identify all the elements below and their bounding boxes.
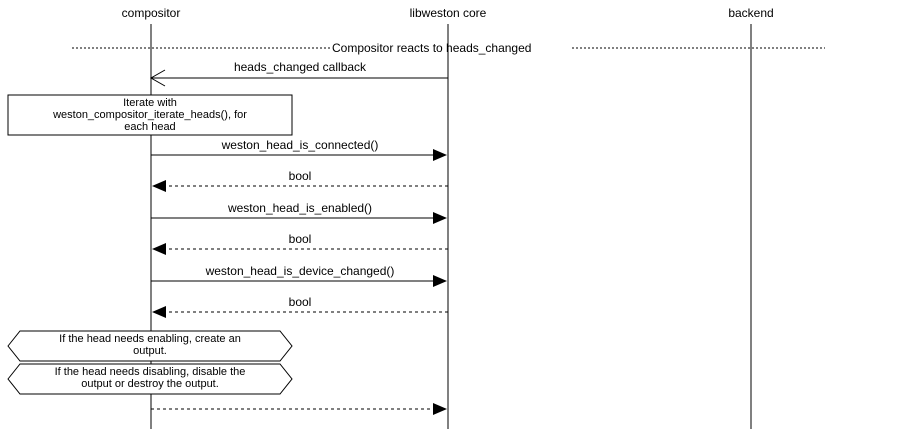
divider-label: Compositor reacts to heads_changed [332, 41, 531, 55]
message-bool-return-3[interactable]: bool [152, 295, 448, 318]
message-weston-head-is-enabled[interactable]: weston_head_is_enabled() [151, 201, 447, 224]
arrowhead-filled-right-connected [433, 149, 447, 161]
message-label-weston-head-is-device-changed: weston_head_is_device_changed() [205, 264, 395, 278]
note-disable-head-condition[interactable]: If the head needs disabling, disable the… [7, 363, 293, 395]
note-enable-head-condition-line-1: If the head needs enabling, create an [59, 333, 241, 345]
lifeline-libweston-core[interactable]: libweston core [410, 6, 487, 429]
lifeline-label-compositor: compositor [122, 6, 181, 20]
message-final-return[interactable] [151, 403, 447, 415]
message-weston-head-is-device-changed[interactable]: weston_head_is_device_changed() [151, 264, 447, 287]
message-label-bool-return-3: bool [289, 295, 312, 309]
lifelines-group: compositor libweston core backend [122, 6, 774, 429]
message-label-weston-head-is-connected: weston_head_is_connected() [221, 138, 379, 152]
divider-compositor-reacts: Compositor reacts to heads_changed [72, 41, 825, 55]
note-enable-head-condition-line-2: output. [133, 345, 167, 357]
note-disable-head-condition-shape [7, 363, 293, 395]
note-iterate-heads[interactable]: Iterate with weston_compositor_iterate_h… [7, 94, 293, 136]
arrowhead-filled-left-bool-1 [152, 180, 166, 192]
arrowhead-filled-left-bool-2 [152, 243, 166, 255]
message-label-heads-changed-callback: heads_changed callback [234, 60, 367, 74]
note-disable-head-condition-line-2: output or destroy the output. [81, 378, 219, 390]
note-disable-head-condition-line-1: If the head needs disabling, disable the [55, 366, 246, 378]
message-weston-head-is-connected[interactable]: weston_head_is_connected() [151, 138, 447, 161]
message-heads-changed-callback[interactable]: heads_changed callback [149, 60, 448, 87]
arrowhead-open-left-heads-changed [149, 69, 166, 87]
note-iterate-heads-line-1: Iterate with [123, 97, 177, 109]
lifeline-label-libweston-core: libweston core [410, 6, 487, 20]
message-bool-return-2[interactable]: bool [152, 232, 448, 255]
arrowhead-filled-left-bool-3 [152, 306, 166, 318]
message-label-weston-head-is-enabled: weston_head_is_enabled() [227, 201, 372, 215]
note-enable-head-condition-shape [7, 330, 293, 362]
message-label-bool-return-1: bool [289, 169, 312, 183]
arrowhead-filled-right-final [433, 403, 447, 415]
note-iterate-heads-line-3: each head [124, 121, 175, 133]
message-bool-return-1[interactable]: bool [152, 169, 448, 192]
arrowhead-filled-right-device-changed [433, 275, 447, 287]
lifeline-label-backend: backend [728, 6, 773, 20]
lifeline-backend[interactable]: backend [728, 6, 774, 429]
note-enable-head-condition[interactable]: If the head needs enabling, create an ou… [7, 330, 293, 362]
arrowhead-filled-right-enabled [433, 212, 447, 224]
note-iterate-heads-line-2: weston_compositor_iterate_heads(), for [52, 109, 247, 121]
note-iterate-heads-shape [7, 94, 293, 136]
message-label-bool-return-2: bool [289, 232, 312, 246]
